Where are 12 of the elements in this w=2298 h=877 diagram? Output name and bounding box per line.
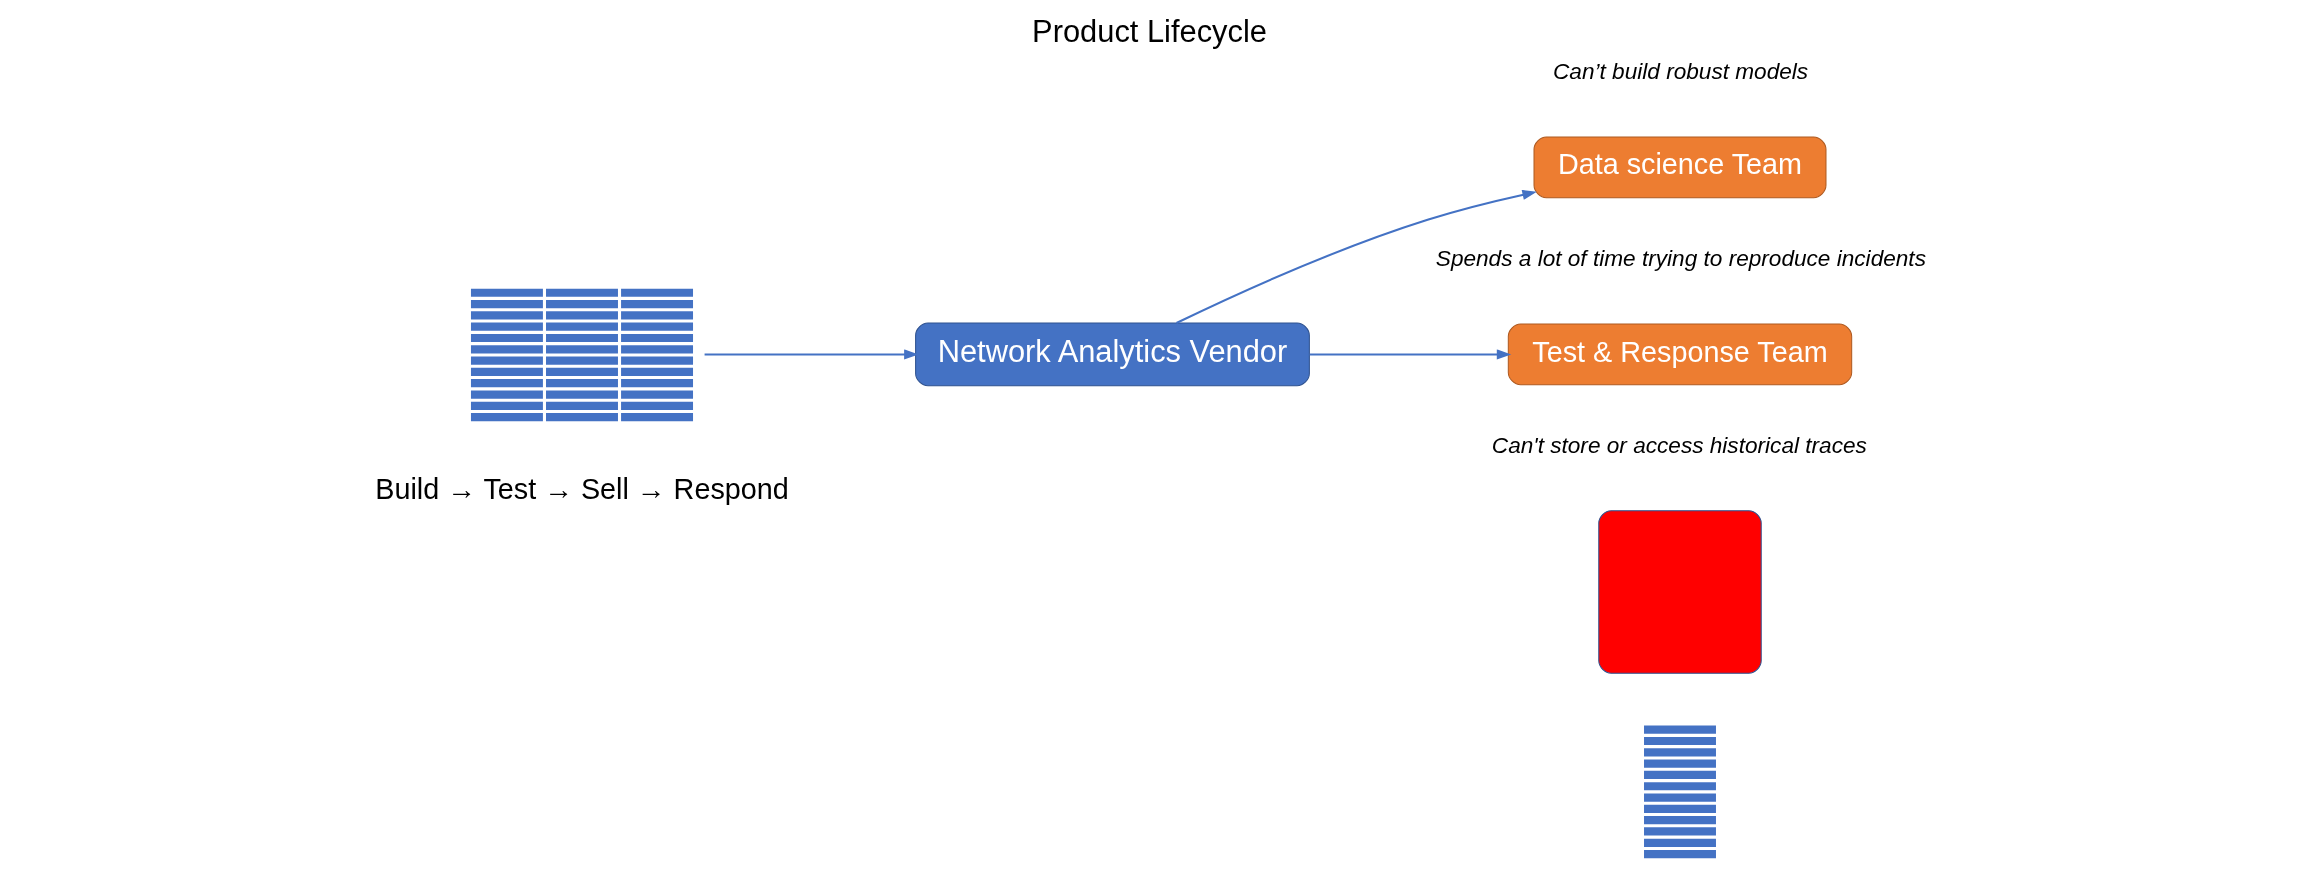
node-label: Can’t build robust models xyxy=(1552,58,1808,83)
node-box xyxy=(1597,509,1762,674)
diagram-title: Product Lifecycle xyxy=(1031,13,1267,49)
arrow xyxy=(704,348,919,359)
node-box: Test & Response Team xyxy=(1507,323,1852,385)
node-label: Spends a lot of time trying to reproduce incidents xyxy=(1435,245,1926,271)
arrow xyxy=(1309,348,1511,359)
node-box: Data science Team xyxy=(1533,136,1826,198)
label: Build → Test → Sell → Respond xyxy=(374,472,789,505)
arrow xyxy=(1175,189,1537,324)
node-box: Network Analytics Vendor xyxy=(914,322,1310,386)
node-label: Can't store or access historical traces xyxy=(1491,432,1867,458)
